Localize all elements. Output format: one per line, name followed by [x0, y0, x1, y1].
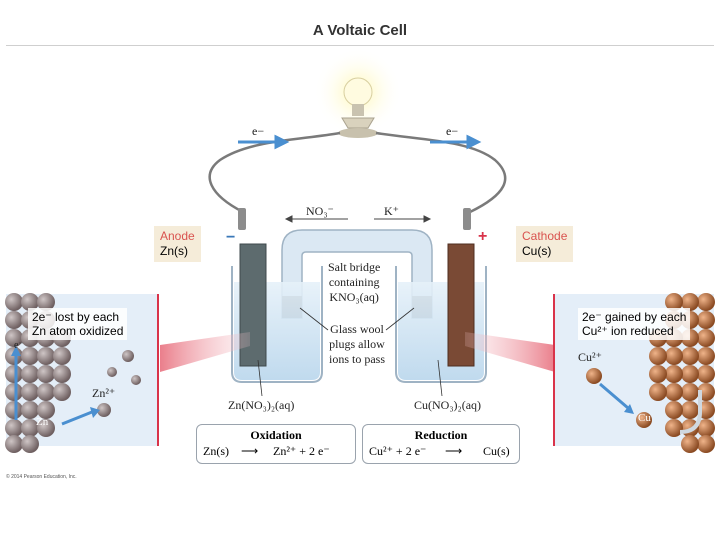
- external-wire: [208, 131, 507, 214]
- oxidation-arrow: ⟶: [241, 444, 259, 458]
- copper-atom-label: Cu: [638, 412, 651, 424]
- left-inset-line-1: 2e⁻ lost by each: [32, 310, 120, 324]
- anode-tag: Anode Zn(s): [154, 226, 201, 262]
- cathode-species: Cu(s): [522, 244, 552, 258]
- potassium-ion-label: K⁺: [384, 204, 399, 218]
- right-solution-label: Cu(NO₃)₂(aq): [414, 398, 482, 412]
- cathode-sign: +: [478, 228, 488, 245]
- electron-label-right: e−: [446, 124, 459, 138]
- salt-bridge-line-2: containing: [328, 275, 380, 289]
- cathode-label: Cathode: [522, 229, 568, 243]
- copyright-notice: © 2014 Pearson Education, Inc.: [6, 474, 77, 480]
- left-inset-caption: 2e⁻ lost by each Zn atom oxidized: [28, 308, 128, 340]
- left-electron-label: e⁻: [14, 340, 24, 351]
- oxidation-rhs: Zn²⁺ + 2 e⁻: [273, 444, 330, 458]
- reduction-arrow: ⟶: [445, 444, 463, 458]
- cathode-tag: Cathode Cu(s): [516, 226, 574, 262]
- left-solution-label: Zn(NO₃)₂(aq): [228, 398, 295, 412]
- oxidation-title: Oxidation: [250, 428, 302, 442]
- oxidation-lhs: Zn(s): [203, 444, 229, 458]
- reduction-box: Reduction Cu²⁺ + 2 e⁻ ⟶ Cu(s): [362, 424, 520, 464]
- reduction-lhs: Cu²⁺ + 2 e⁻: [369, 444, 427, 458]
- electron-flow-arrows: [238, 134, 482, 150]
- light-bulb-icon: [314, 48, 402, 138]
- right-inset-line-2: Cu²⁺ ion reduced: [582, 324, 674, 338]
- anode-label: Anode: [160, 229, 195, 243]
- salt-bridge-line-3: KNO₃(aq): [329, 290, 379, 304]
- cathode-clip: [463, 208, 471, 230]
- title-divider: [6, 45, 714, 46]
- left-inset-line-2: Zn atom oxidized: [32, 324, 124, 338]
- page-title: A Voltaic Cell: [312, 22, 408, 39]
- glass-wool-line-1: Glass wool: [330, 322, 384, 336]
- nitrate-ion-label: NO₃⁻: [306, 204, 334, 218]
- zinc-ion-label: Zn²⁺: [92, 386, 116, 400]
- salt-bridge-label: Salt bridge containing KNO₃(aq): [328, 260, 380, 305]
- left-zoom-fan: [160, 332, 250, 372]
- anode-species: Zn(s): [160, 244, 188, 258]
- electron-label-left: e−: [252, 124, 265, 138]
- anode-sign: −: [226, 229, 236, 246]
- copper-electrode: [447, 243, 475, 367]
- right-zoom-fan: [465, 332, 555, 372]
- anode-clip: [238, 208, 246, 230]
- oxidation-box: Oxidation Zn(s) ⟶ Zn²⁺ + 2 e⁻: [196, 424, 356, 464]
- zinc-atom-label: Zn: [36, 416, 49, 428]
- glass-wool-line-3: ions to pass: [329, 352, 386, 366]
- reduction-title: Reduction: [414, 428, 468, 442]
- right-inset-caption: 2e⁻ gained by each Cu²⁺ ion reduced: [578, 308, 691, 340]
- right-inset-line-1: 2e⁻ gained by each: [582, 310, 687, 324]
- glass-wool-label: Glass wool plugs allow ions to pass: [329, 322, 385, 367]
- right-inset-copper-surface: [553, 293, 715, 453]
- ion-flow-arrows: [284, 215, 432, 223]
- salt-bridge-line-1: Salt bridge: [328, 260, 381, 274]
- copper-ion-label: Cu²⁺: [578, 350, 602, 364]
- leader-lines: [257, 307, 443, 397]
- glass-wool-line-2: plugs allow: [329, 337, 385, 351]
- reduction-rhs: Cu(s): [483, 444, 510, 458]
